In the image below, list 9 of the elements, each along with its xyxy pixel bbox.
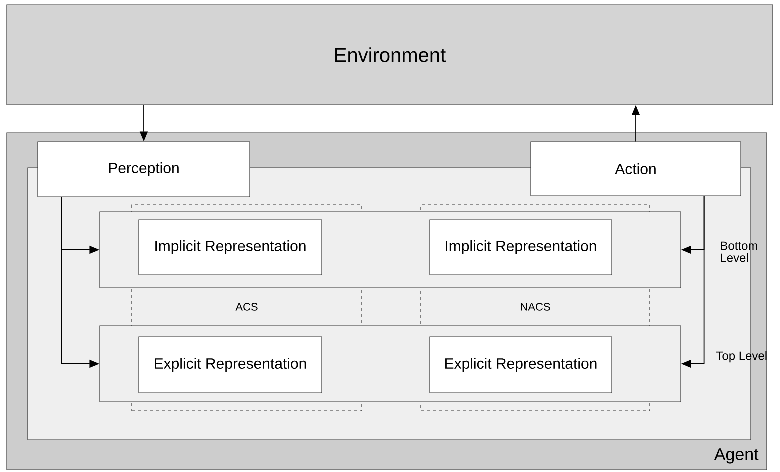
level-label: Top Level: [716, 351, 767, 363]
representation-box: Explicit Representation: [138, 336, 322, 394]
representation-box: Explicit Representation: [430, 336, 612, 394]
process-box: Perception: [38, 142, 250, 198]
representation-box: Implicit Representation: [138, 220, 322, 276]
process-box: Action: [530, 142, 742, 196]
level-label: Bottom Level: [721, 242, 758, 262]
representation-box: Implicit Representation: [430, 220, 612, 276]
environment-box: Environment: [6, 4, 774, 106]
